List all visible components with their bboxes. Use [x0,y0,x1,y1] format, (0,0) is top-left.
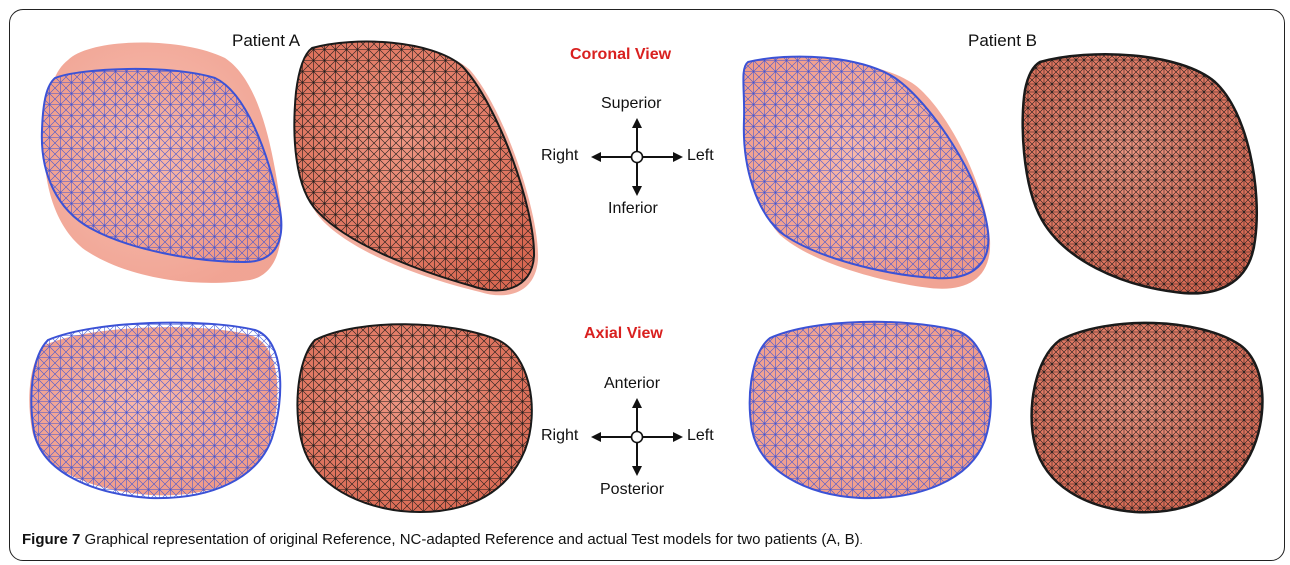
patient-a-coronal-nc-adapted-model [42,42,282,282]
axial-right-label: Right [541,427,578,445]
axial-posterior-label: Posterior [600,481,664,499]
axial-anterior-label: Anterior [604,375,660,393]
patient-a-coronal-test-model [294,42,538,296]
coronal-left-label: Left [687,147,714,165]
axial-left-label: Left [687,427,714,445]
coronal-view-label: Coronal View [570,46,671,64]
patient-b-axial-test-model [1032,323,1263,512]
coronal-superior-label: Superior [601,95,661,113]
coronal-inferior-label: Inferior [608,200,658,218]
patient-b-label: Patient B [968,31,1037,51]
figure-number: Figure 7 [22,531,80,548]
patient-b-coronal-test-model [1023,54,1257,293]
axial-orientation-compass [593,400,681,474]
coronal-right-label: Right [541,147,578,165]
patient-b-axial-nc-adapted-model [750,322,991,498]
patient-a-label: Patient A [232,31,300,51]
axial-view-label: Axial View [584,325,663,343]
figure-caption-text: Graphical representation of original Ref… [85,531,860,548]
patient-a-axial-nc-adapted-model [29,323,280,499]
patient-b-coronal-nc-adapted-model [743,57,990,289]
patient-a-axial-test-model [297,324,531,512]
figure-caption: Figure 7 Graphical representation of ori… [22,531,863,548]
figure-caption-period: . [860,535,863,547]
coronal-orientation-compass [593,120,681,194]
